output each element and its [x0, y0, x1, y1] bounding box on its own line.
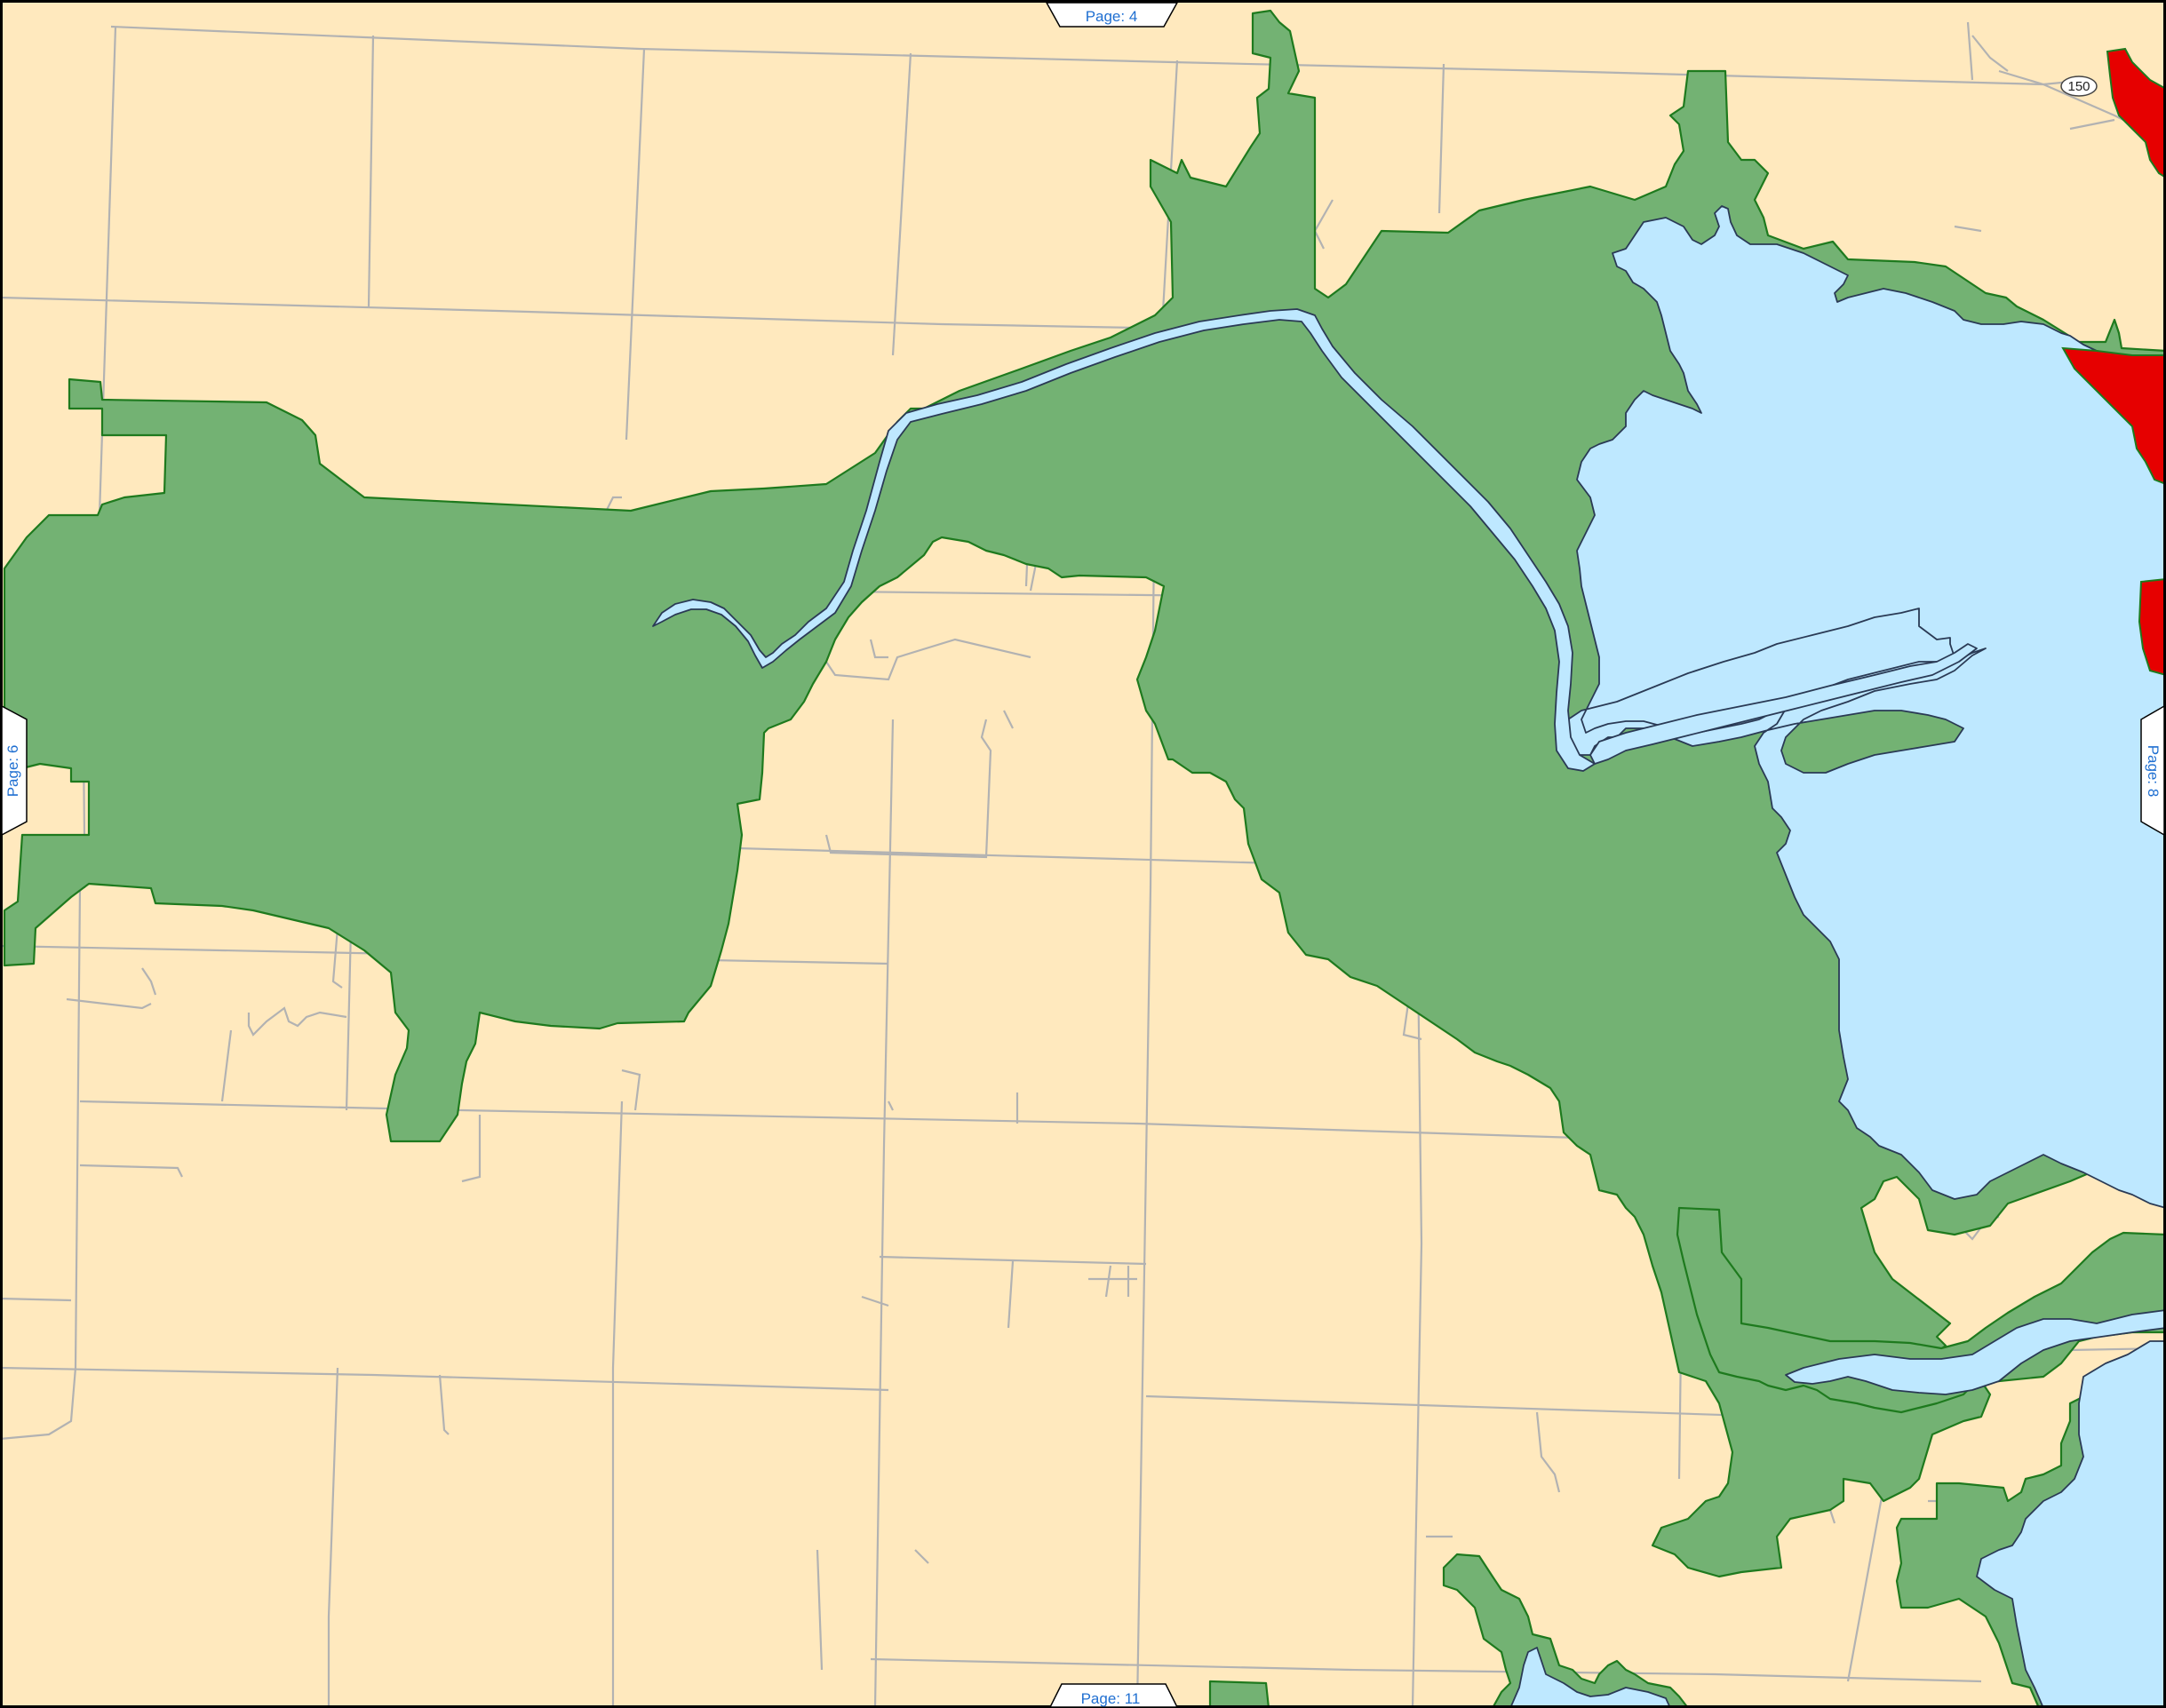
urban-east-small	[2138, 577, 2166, 677]
page-tab-left[interactable]: Page: 6	[1, 704, 28, 837]
lake-south-arm	[1785, 1309, 2166, 1395]
page-tab-right[interactable]: Page: 8	[2140, 704, 2165, 837]
page-tab-bottom[interactable]: Page: 11	[1048, 1683, 1179, 1708]
lake-southeast	[1976, 1340, 2166, 1708]
urban-north-east	[2106, 47, 2166, 179]
forest-south-middle	[1442, 1553, 1690, 1708]
lake-south-middle	[1509, 1647, 1671, 1708]
forest-south-east	[1676, 1206, 2166, 1414]
forest-south-small	[1208, 1680, 1270, 1708]
urban-east	[2061, 346, 2166, 486]
water-bodies	[652, 205, 2166, 1708]
lake-main	[1567, 205, 2166, 1209]
page-tab-bottom-label: Page: 11	[1081, 1690, 1141, 1707]
page-tab-left-label: Page: 6	[4, 745, 21, 798]
urban-areas	[2061, 47, 2166, 677]
page-tab-right-label: Page: 8	[2145, 745, 2162, 798]
page-tab-top[interactable]: Page: 4	[1045, 2, 1179, 28]
lake-inlet-arm	[1589, 643, 1978, 765]
highway-shield[interactable]: 150	[2060, 75, 2098, 97]
forest-west	[3, 9, 2166, 1578]
river-channel	[652, 308, 1596, 772]
highway-shield-label: 150	[2067, 79, 2090, 94]
page-tab-top-label: Page: 4	[1086, 8, 1138, 25]
